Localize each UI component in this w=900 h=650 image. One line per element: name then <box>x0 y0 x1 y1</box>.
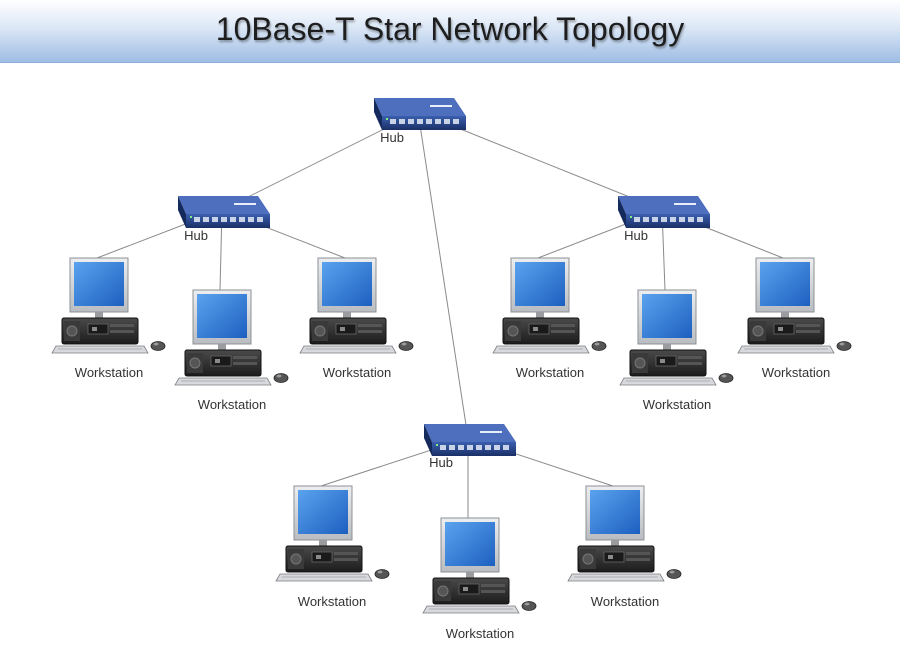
workstation-icon <box>619 289 734 386</box>
workstation-label-ws_l3: Workstation <box>322 365 392 380</box>
workstation-label-ws_r1: Workstation <box>515 365 585 380</box>
workstation-icon <box>567 485 682 582</box>
workstation-icon <box>299 257 414 354</box>
workstation-label-ws_b2: Workstation <box>445 626 515 641</box>
nodes-layer <box>51 98 852 614</box>
diagram-title: 10Base-T Star Network Topology <box>215 11 685 47</box>
workstation-label-ws_l2: Workstation <box>197 397 267 412</box>
network-hub-icon <box>618 196 710 228</box>
network-hub-icon <box>374 98 466 130</box>
hub-label-hub_bottom: Hub <box>429 455 453 470</box>
workstation-icon <box>737 257 852 354</box>
workstation-icon <box>422 517 537 614</box>
workstation-icon <box>492 257 607 354</box>
network-hub-icon <box>424 424 516 456</box>
hub-label-hub_left: Hub <box>184 228 208 243</box>
workstation-icon <box>51 257 166 354</box>
hub-label-hub_right: Hub <box>624 228 648 243</box>
workstation-label-ws_b1: Workstation <box>297 594 367 609</box>
workstation-icon <box>275 485 390 582</box>
hub-label-hub_top: Hub <box>380 130 404 145</box>
workstation-label-ws_l1: Workstation <box>74 365 144 380</box>
title-bar <box>0 0 900 63</box>
workstation-icon <box>174 289 289 386</box>
network-hub-icon <box>178 196 270 228</box>
workstation-label-ws_b3: Workstation <box>590 594 660 609</box>
workstation-label-ws_r2: Workstation <box>642 397 712 412</box>
workstation-label-ws_r3: Workstation <box>761 365 831 380</box>
link-hub_top-hub_bottom <box>417 111 469 439</box>
